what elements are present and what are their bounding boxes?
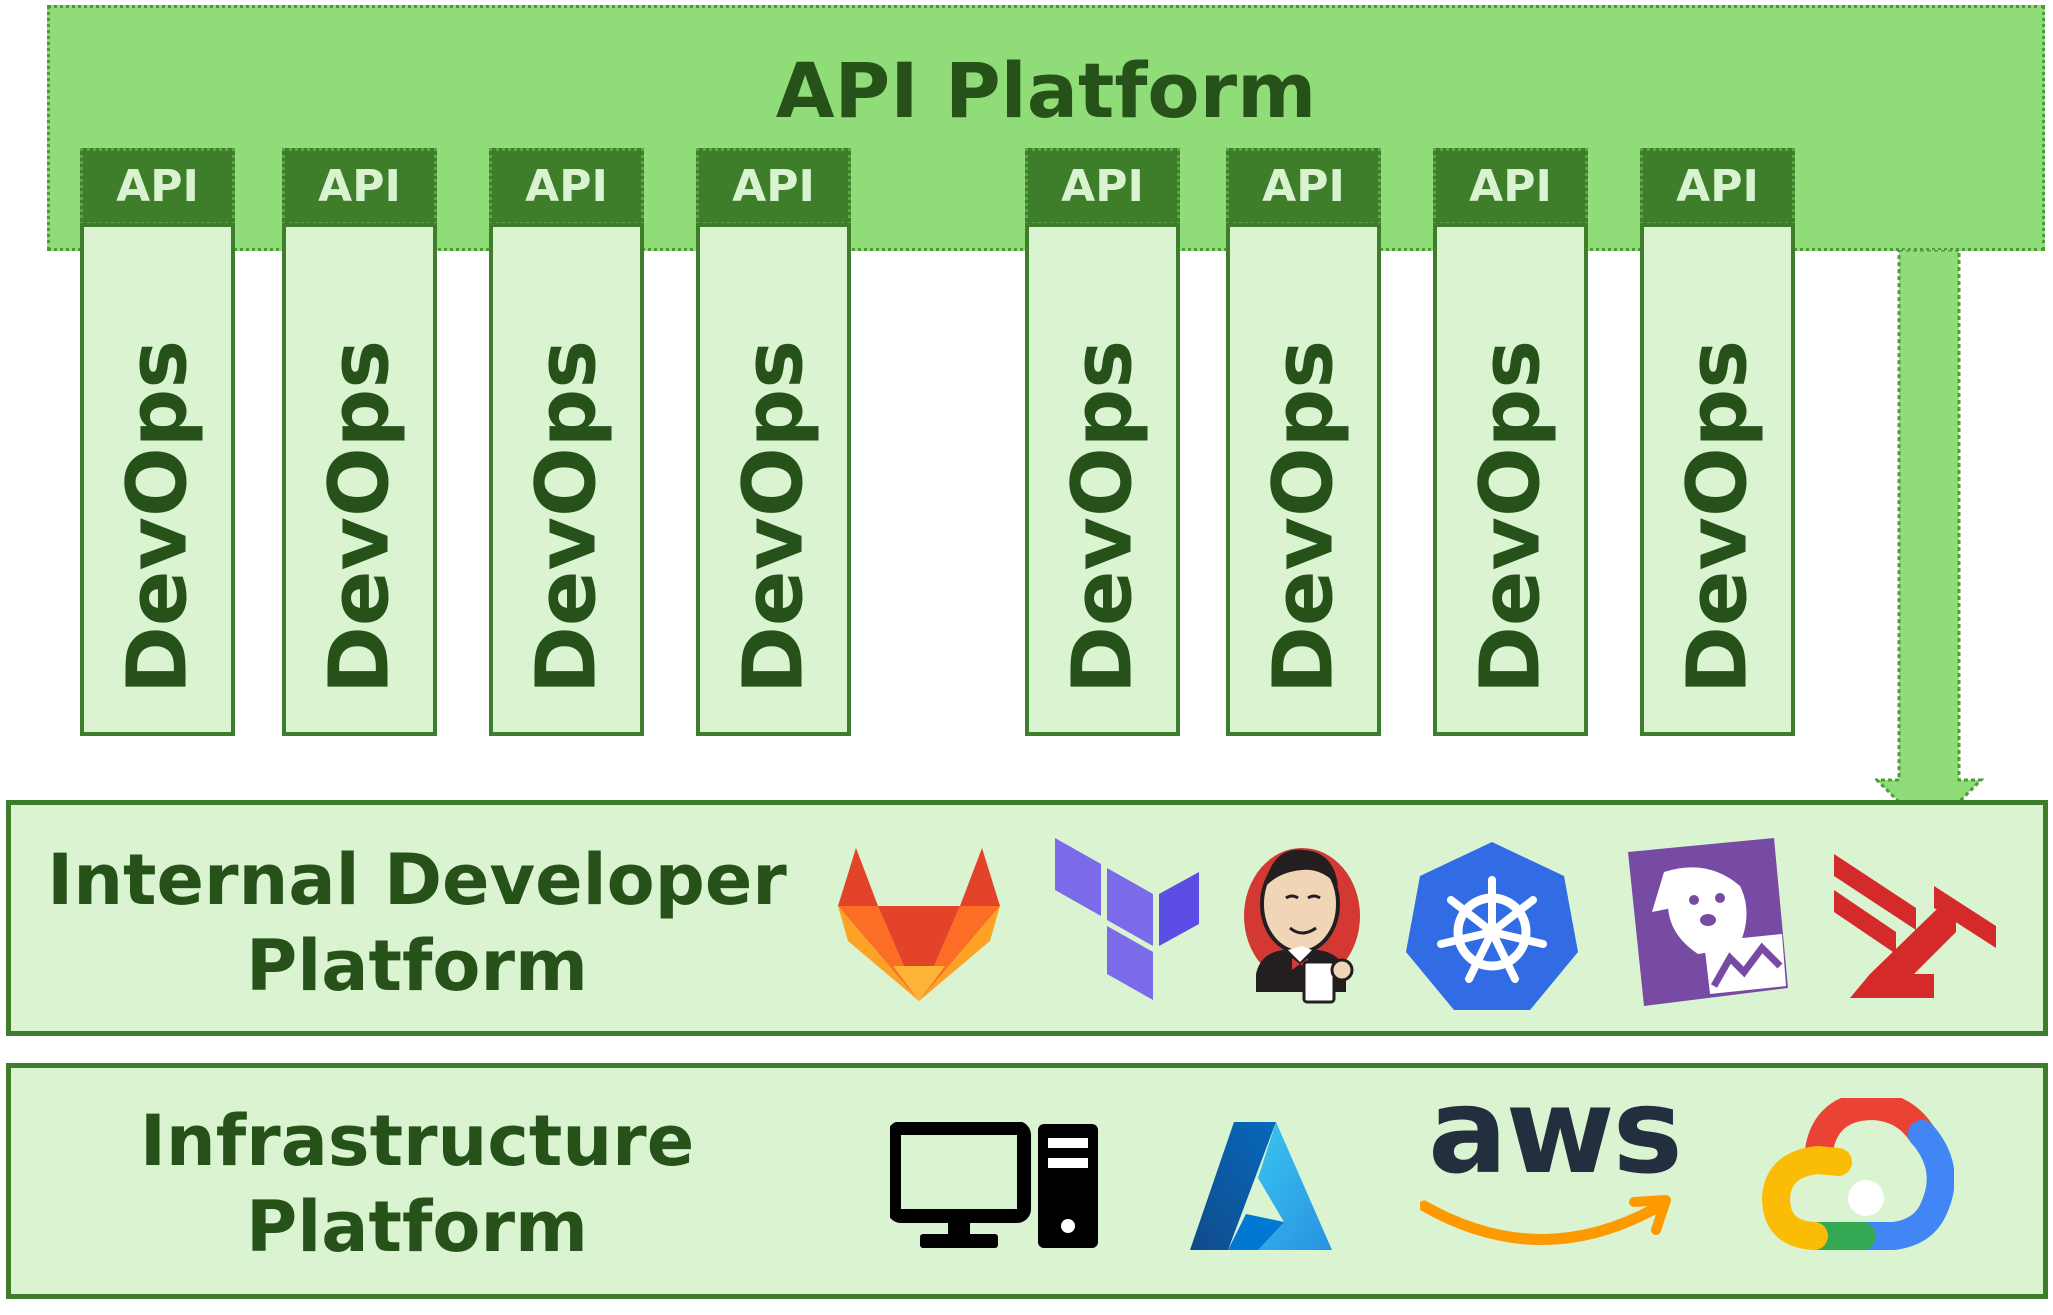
devops-team-6: API DevOps — [1226, 148, 1381, 736]
devops-label: DevOps — [1055, 339, 1150, 695]
gitlab-icon — [838, 848, 1000, 1001]
jenkins-icon — [1244, 848, 1360, 1004]
datadog-icon — [1628, 838, 1788, 1006]
infra-title-line2: Platform — [245, 1186, 588, 1268]
terraform-icon — [1055, 838, 1199, 1000]
api-tab: API — [489, 148, 644, 225]
devops-label: DevOps — [110, 339, 205, 695]
on-premise-computer-icon — [890, 1122, 1098, 1248]
api-tab: API — [282, 148, 437, 225]
aws-wordmark: aws — [1428, 1062, 1683, 1200]
kubernetes-icon — [1406, 842, 1578, 1010]
api-platform-title: API Platform — [775, 46, 1317, 135]
api-tab: API — [1640, 148, 1795, 225]
devops-box: DevOps — [696, 223, 851, 736]
aws-icon: aws — [1420, 1062, 1683, 1260]
devops-label: DevOps — [726, 339, 821, 695]
devops-team-4: API DevOps — [696, 148, 851, 736]
idp-title-line1: Internal Developer — [47, 839, 787, 921]
aws-smile-icon — [1420, 1195, 1671, 1245]
devops-label: DevOps — [1463, 339, 1558, 695]
api-tab: API — [1025, 148, 1180, 225]
google-cloud-icon — [1762, 1098, 1954, 1250]
devops-team-7: API DevOps — [1433, 148, 1588, 736]
devops-team-2: API DevOps — [282, 148, 437, 736]
devops-label: DevOps — [312, 339, 407, 695]
devops-label: DevOps — [1256, 339, 1351, 695]
devops-label: DevOps — [519, 339, 614, 695]
devops-team-3: API DevOps — [489, 148, 644, 736]
devops-box: DevOps — [1640, 223, 1795, 736]
devops-team-1: API DevOps — [80, 148, 235, 736]
api-tab: API — [696, 148, 851, 225]
idp-title: Internal Developer Platform — [11, 837, 823, 1009]
devops-box: DevOps — [1433, 223, 1588, 736]
api-tab: API — [80, 148, 235, 225]
devops-team-8: API DevOps — [1640, 148, 1795, 736]
azure-icon — [1190, 1122, 1332, 1250]
down-arrow-icon — [1875, 250, 1985, 835]
devops-team-5: API DevOps — [1025, 148, 1180, 736]
infra-title: Infrastructure Platform — [11, 1098, 823, 1270]
devops-box: DevOps — [80, 223, 235, 736]
api-tab: API — [1226, 148, 1381, 225]
devops-box: DevOps — [489, 223, 644, 736]
devops-box: DevOps — [1025, 223, 1180, 736]
infra-title-line1: Infrastructure — [139, 1100, 695, 1182]
redhat-style-icon — [1834, 854, 1996, 998]
idp-title-line2: Platform — [245, 925, 588, 1007]
devops-box: DevOps — [282, 223, 437, 736]
devops-box: DevOps — [1226, 223, 1381, 736]
devops-label: DevOps — [1670, 339, 1765, 695]
api-tab: API — [1433, 148, 1588, 225]
